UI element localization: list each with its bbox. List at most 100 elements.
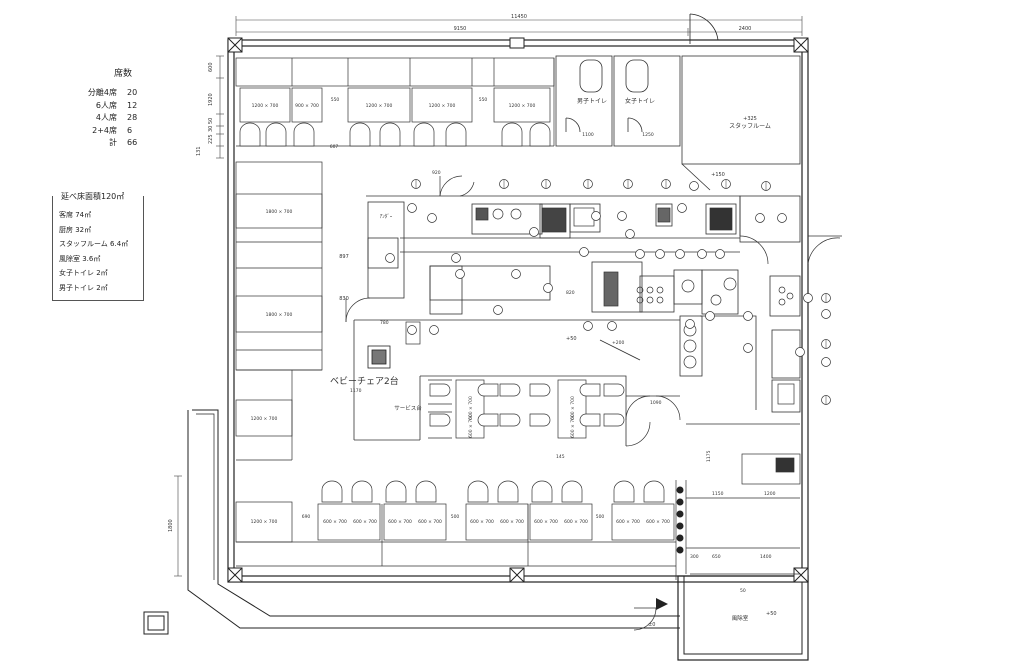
dim-right: 1200 [764,491,776,497]
lower-chairs [321,480,665,503]
seat-row-value: 66 [127,138,138,147]
dim-sofa-gap: 607 [330,144,339,150]
dim-gap: 550 [331,97,340,103]
level-mark: ±0 [648,622,655,628]
dim-right: 1400 [760,554,772,560]
table-label: 600 × 700 [388,519,412,525]
dim-kitchen: 920 [432,170,441,176]
entry-arrow [656,598,668,610]
table-label: 600 × 700 [468,396,474,420]
dim-right: 300 [690,554,699,560]
table-label: 600 × 700 [323,519,347,525]
outlet-symbols [385,179,831,405]
dim-gap: 550 [479,97,488,103]
table-label: 600 × 700 [646,519,670,525]
staff-room [681,55,801,191]
level-mark: +50 [766,611,777,617]
dim-right: 650 [712,554,721,560]
staff-room-label: スタッフルーム [729,122,771,130]
kitchen [353,195,801,446]
table-label: 600 × 700 [564,519,588,525]
seat-row-label: 分離4席 [87,88,117,97]
left-side-tables [235,161,323,461]
outlet-crosses [415,180,827,404]
dim-upper-right: 2400 [739,26,752,32]
dim-kitchen: 820 [566,290,575,296]
center-tables [428,379,587,439]
floor-area-legend: 延べ床面積120㎡ 客席 74㎡ 厨房 32㎡ スタッフルーム 6.4㎡ 風除室… [52,191,144,301]
baby-chairs [367,345,391,369]
seat-row: 4人席 28 [62,112,172,125]
seat-row-value: 6 [127,125,133,135]
dim-left-3: 50 [208,118,214,124]
table-label: 600 × 700 [418,519,442,525]
upper-chairs [239,122,551,147]
top-dimension-lines [235,16,803,36]
table-label: 600 × 700 [570,414,576,438]
staff-room-level: +325 [743,116,757,122]
table-label: 600 × 700 [534,519,558,525]
area-row: 厨房 32㎡ [59,225,92,234]
level-mark: 830 [339,296,349,302]
columns [143,37,809,635]
seat-row-label: 4人席 [95,113,117,122]
dim-upper-left: 9150 [454,26,467,32]
dim-left-5: 225 [208,134,214,144]
table-label: 600 × 700 [353,519,377,525]
dim-lower-gap: 500 [596,514,605,520]
seat-row-value: 12 [127,100,138,110]
dim-lower-gap: 690 [302,514,311,520]
table-label: 600 × 700 [470,519,494,525]
floor-area-title: 延べ床面積120㎡ [59,191,127,202]
dim-left-4: 30 [208,126,214,132]
dim-kitchen: 1175 [706,450,712,462]
table-label: 1800 × 700 [266,312,293,318]
dim-right: 1150 [712,491,724,497]
left-dimension-lines [216,55,224,159]
dim-kitchen: 145 [556,454,565,460]
table-label: 1200 × 700 [429,103,456,109]
vestibule-label: 風除室 [732,614,749,622]
dim-left-6: 131 [196,146,202,156]
table-label: 600 × 700 [570,396,576,420]
seat-row: 6人席 12 [62,100,172,113]
table-label: 1200 × 700 [251,416,278,422]
seat-row: 2+4席 6 [62,125,172,138]
center-chairs [429,383,625,427]
dim-kitchen-left: 897 [339,254,349,260]
mens-toilet-label: 男子トイレ [577,98,607,105]
seat-row-value: 28 [127,113,138,122]
table-label: 600 × 700 [500,519,524,525]
kitchen-under-counter-label: ｱﾝﾀﾞｰ [380,213,393,220]
area-row: 女子トイレ 2㎡ [59,269,108,277]
dim-total-width: 11450 [511,14,527,20]
dim-kitchen: 1170 [350,388,362,394]
dim-vestibule: 50 [740,588,746,594]
top-door [689,13,719,44]
dim-left-1: 600 [208,62,214,72]
table-label: 900 × 700 [295,103,319,109]
area-row: 男子トイレ 2㎡ [59,283,108,292]
dim-left-lower: 1800 [168,519,174,532]
dim-lower-gap: 500 [451,514,460,520]
level-mark: +50 [566,336,577,342]
toilets [555,55,681,147]
seat-row-label: 6人席 [95,100,117,110]
table-label: 1200 × 700 [509,103,536,109]
dim-toilet: 1100 [582,132,594,138]
lower-booth-area [235,423,801,580]
interior-doors [345,175,842,631]
baby-chair-label: ベビーチェア2台 [330,375,399,387]
left-lower-dimension [174,475,182,577]
plant-row [676,486,684,554]
area-row: 客席 74㎡ [59,211,92,219]
kitchen-equipment [405,207,795,405]
dim-kitchen: 780 [380,320,389,326]
area-row: 風除室 3.6㎡ [59,254,101,263]
table-label: 1200 × 700 [366,103,393,109]
level-mark: +150 [711,172,725,178]
seat-row-label: 2+4席 [92,125,117,135]
service-counter-label: サービス台 [394,404,422,412]
